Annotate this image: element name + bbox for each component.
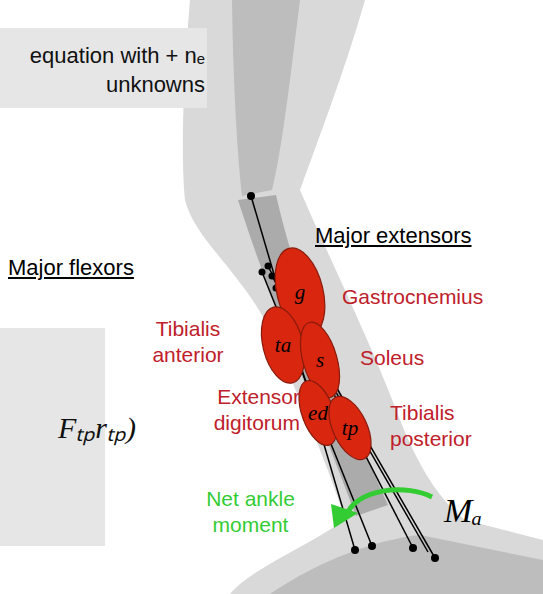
muscle-name: Tibialis posterior	[390, 400, 530, 453]
group-heading: Major extensors	[315, 222, 543, 250]
muscle-abbrev: s	[316, 348, 324, 373]
equation-box: equation with + nₑ unknowns	[0, 28, 207, 108]
moment-arc	[348, 490, 432, 512]
muscle-name: Gastrocnemius	[342, 284, 542, 310]
muscle-shape	[320, 390, 380, 466]
muscle-ellipse: ta	[262, 305, 304, 385]
muscle-name: Soleus	[360, 345, 480, 371]
foot-bones	[270, 535, 543, 594]
muscle-abbrev: ed	[308, 401, 328, 426]
muscle-name: Tibialis anterior	[128, 316, 248, 369]
muscle-abbrev: tp	[342, 416, 358, 441]
muscle-ellipse: tp	[332, 393, 368, 463]
equation-box: Fₜₚrₜₚ)	[0, 328, 105, 546]
equation-text: Fₜₚrₜₚ)	[0, 328, 105, 447]
equation-text: equation with + nₑ unknowns	[0, 28, 207, 99]
group-heading: Major flexors	[8, 254, 188, 282]
muscle-abbrev: ta	[275, 333, 291, 358]
moment-arrowhead	[331, 504, 358, 528]
moment-label: Net ankle moment	[178, 486, 323, 539]
femur	[232, 0, 300, 196]
moment-symbol: Mₐ	[444, 490, 504, 533]
muscle-abbrev: g	[295, 280, 306, 305]
muscle-name: Extensor digitorum	[150, 384, 300, 437]
